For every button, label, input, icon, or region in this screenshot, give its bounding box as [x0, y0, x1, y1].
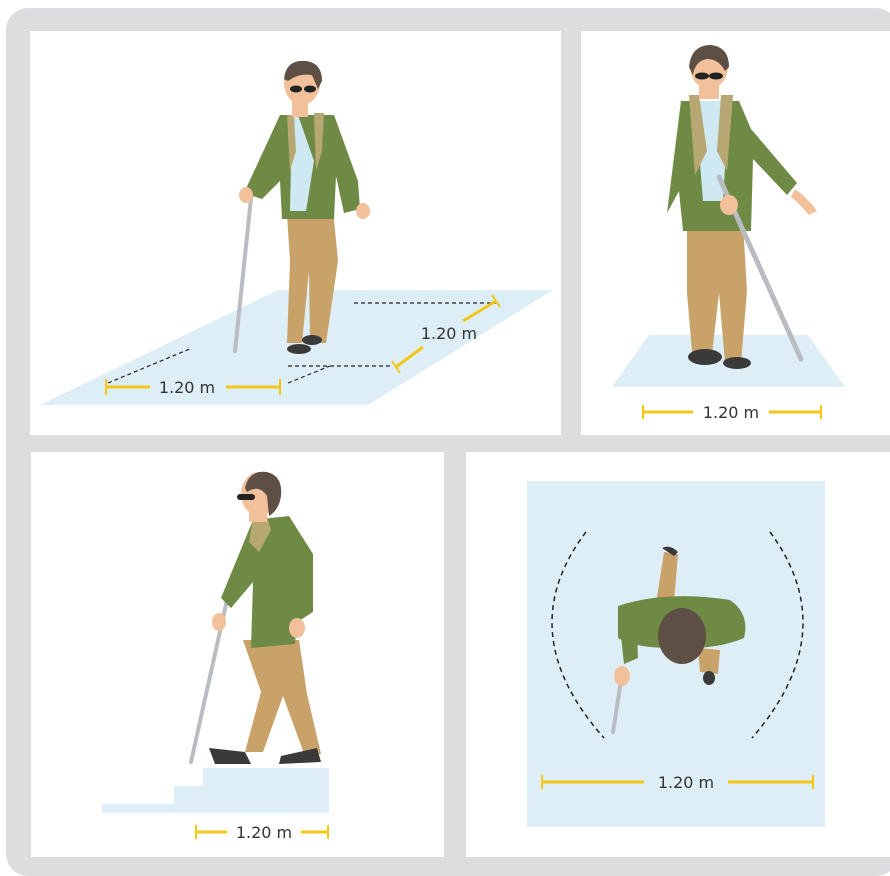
panel-walking-on-steps: 1.20 m [31, 452, 444, 857]
person-front-figure [667, 45, 817, 369]
person-walking-figure [191, 472, 321, 764]
panel-2-illustration: 1.20 m [581, 31, 890, 435]
width-dimension-label: 1.20 m [159, 378, 215, 397]
panel-front-view-cane-sweep: 1.20 m [581, 31, 890, 435]
width-dimension-label: 1.20 m [703, 403, 759, 422]
depth-dimension-label: 1.20 m [421, 324, 477, 343]
width-dimension-label: 1.20 m [236, 823, 292, 842]
steps [102, 768, 329, 813]
panel-4-illustration: 1.20 m [466, 452, 890, 857]
panel-1-illustration: 1.20 m 1.20 m [30, 31, 561, 435]
panel-standing-with-cane: 1.20 m 1.20 m [30, 31, 561, 435]
panel-top-view-turning-space: 1.20 m [466, 452, 890, 857]
panel-3-illustration: 1.20 m [31, 452, 444, 857]
width-dimension-label: 1.20 m [658, 773, 714, 792]
